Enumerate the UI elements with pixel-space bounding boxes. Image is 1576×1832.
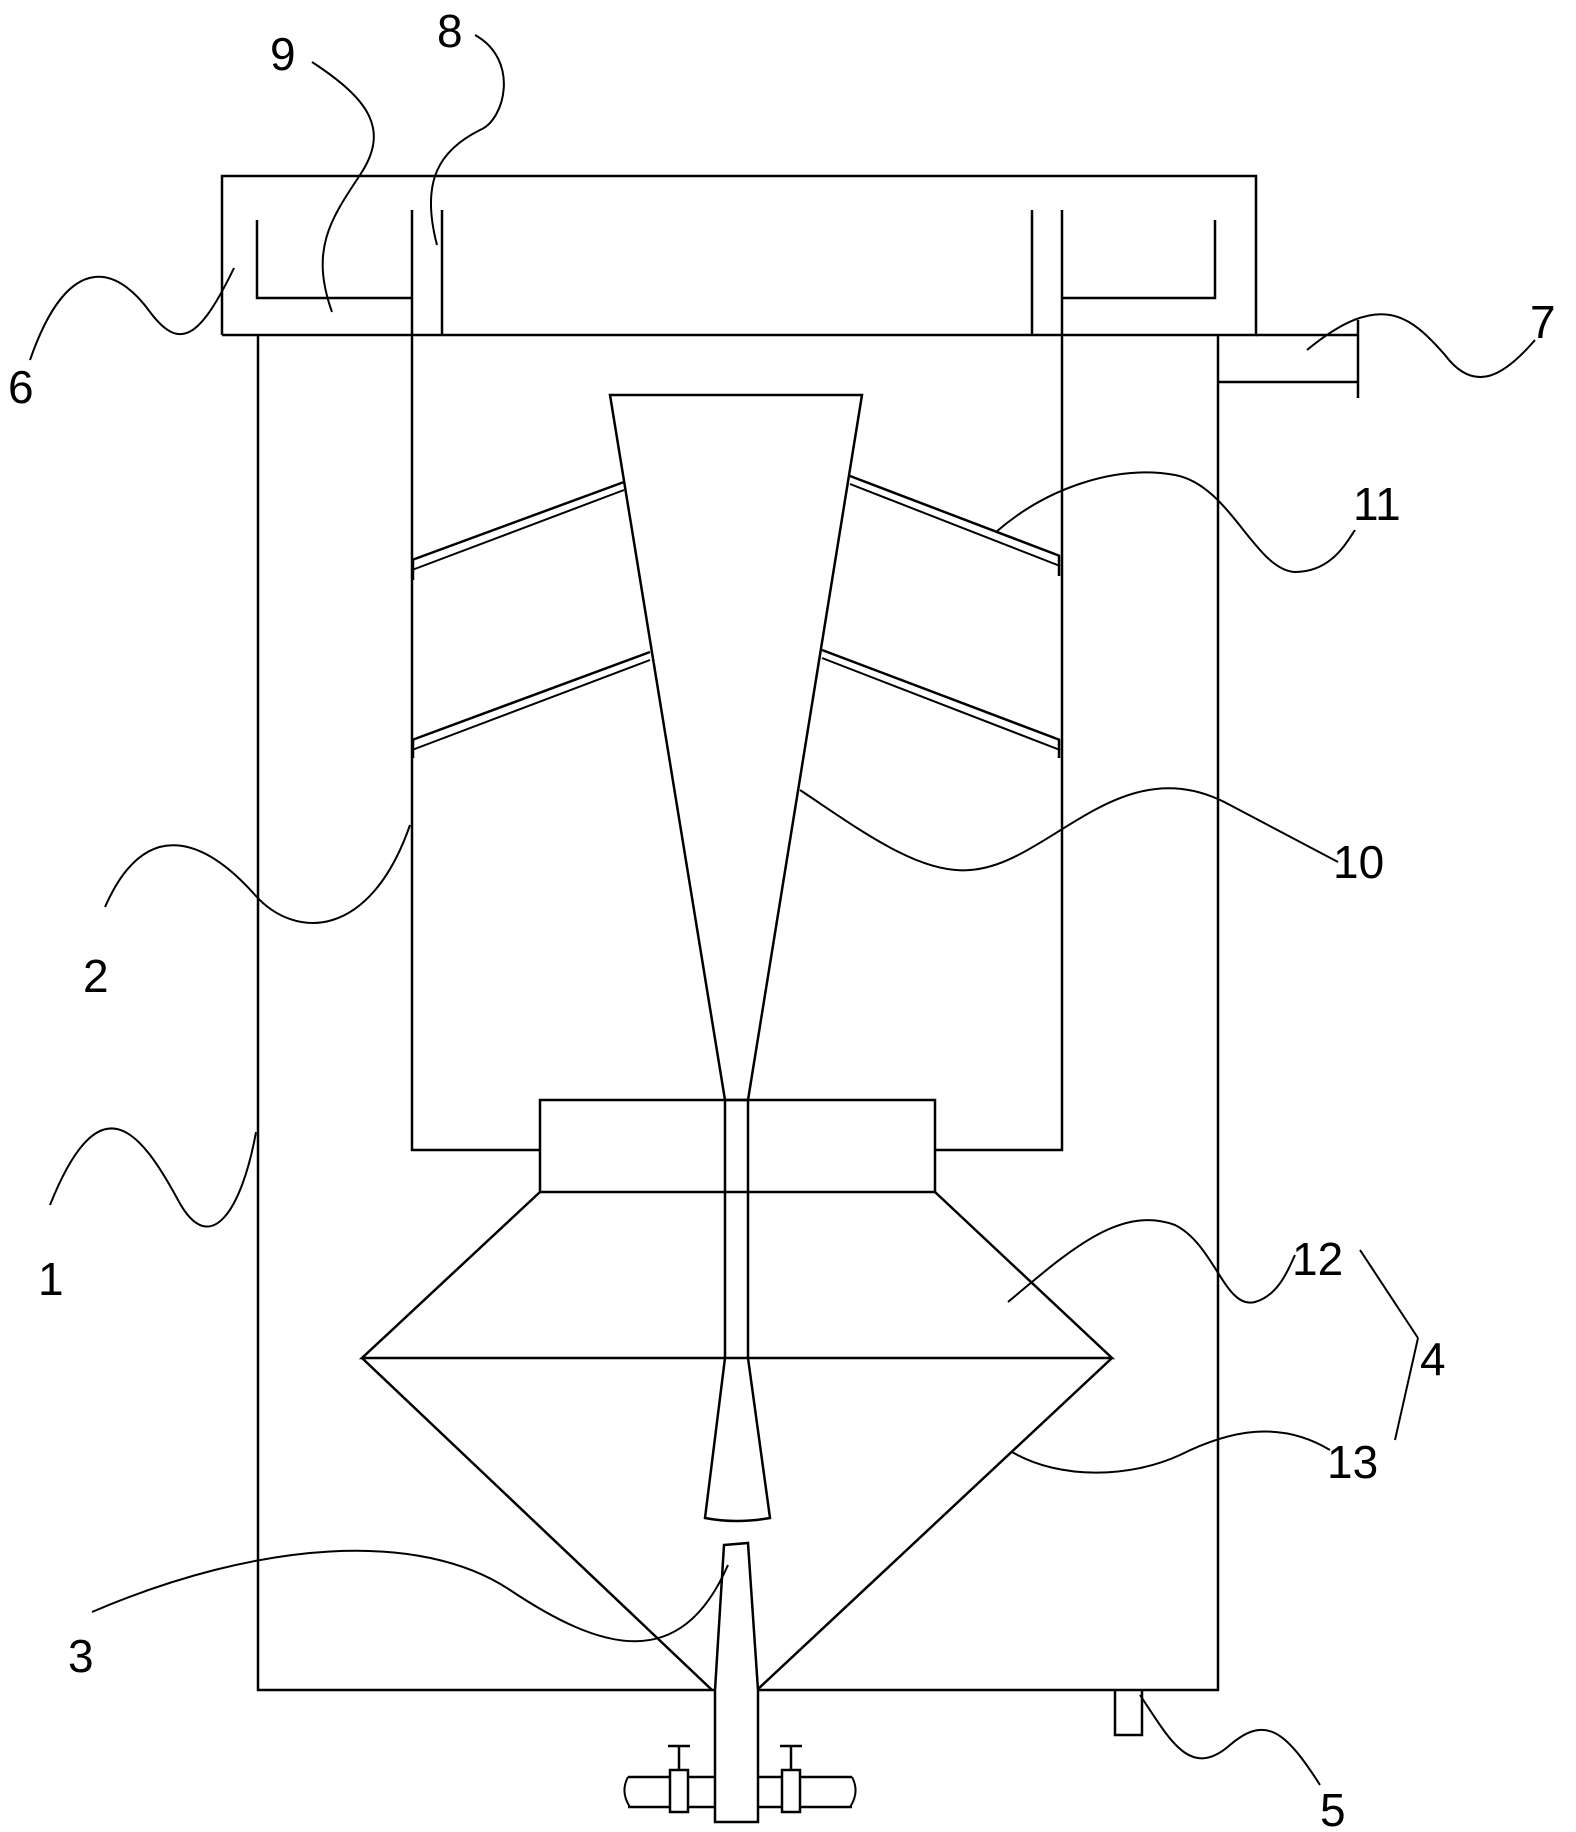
collecting-channel-right — [1062, 220, 1217, 300]
leader-12 — [1007, 1219, 1296, 1304]
callout-6: 6 — [8, 361, 34, 413]
leader-6 — [29, 267, 235, 361]
central-cone-tube — [608, 393, 864, 1102]
inner-cylinder — [410, 210, 1064, 1152]
upper-frustum — [358, 1191, 1116, 1360]
leader-9 — [311, 61, 375, 313]
leader-11 — [995, 471, 1356, 574]
leader-4-top — [1359, 1249, 1419, 1339]
callout-11: 11 — [1353, 478, 1401, 530]
leader-7 — [1306, 313, 1536, 379]
callout-2: 2 — [83, 950, 109, 1002]
callout-10: 10 — [1333, 836, 1384, 888]
inclined-plates — [411, 474, 1061, 758]
callout-9: 9 — [270, 28, 296, 80]
outlet-pipe — [1218, 320, 1360, 398]
leader-13 — [1011, 1430, 1331, 1474]
drain-outlet — [1113, 1690, 1144, 1737]
lower-nozzle — [703, 1357, 772, 1523]
callout-7: 7 — [1530, 296, 1556, 348]
valve-right — [780, 1744, 802, 1814]
leader-10 — [799, 787, 1339, 872]
leader-4-bottom — [1394, 1337, 1419, 1441]
leader-5 — [1139, 1694, 1321, 1786]
lower-cone — [361, 1357, 1113, 1691]
callout-8: 8 — [437, 5, 463, 57]
leader-8 — [429, 34, 505, 246]
central-inner-tube — [723, 1100, 750, 1358]
callout-13: 13 — [1327, 1436, 1378, 1488]
valve-left — [668, 1744, 690, 1814]
callout-3: 3 — [68, 1630, 94, 1682]
leader-3 — [91, 1549, 729, 1643]
top-collection-trough — [220, 174, 1258, 337]
callout-12: 12 — [1292, 1233, 1343, 1285]
jet-nozzle — [713, 1541, 760, 1824]
callout-1: 1 — [38, 1253, 64, 1305]
connecting-band — [538, 1098, 937, 1194]
callout-4: 4 — [1420, 1333, 1446, 1385]
leader-2 — [104, 824, 411, 924]
outer-tank — [256, 335, 1220, 1692]
collecting-channel-left — [255, 220, 412, 300]
leader-1 — [49, 1127, 257, 1228]
callout-5: 5 — [1320, 1784, 1346, 1832]
